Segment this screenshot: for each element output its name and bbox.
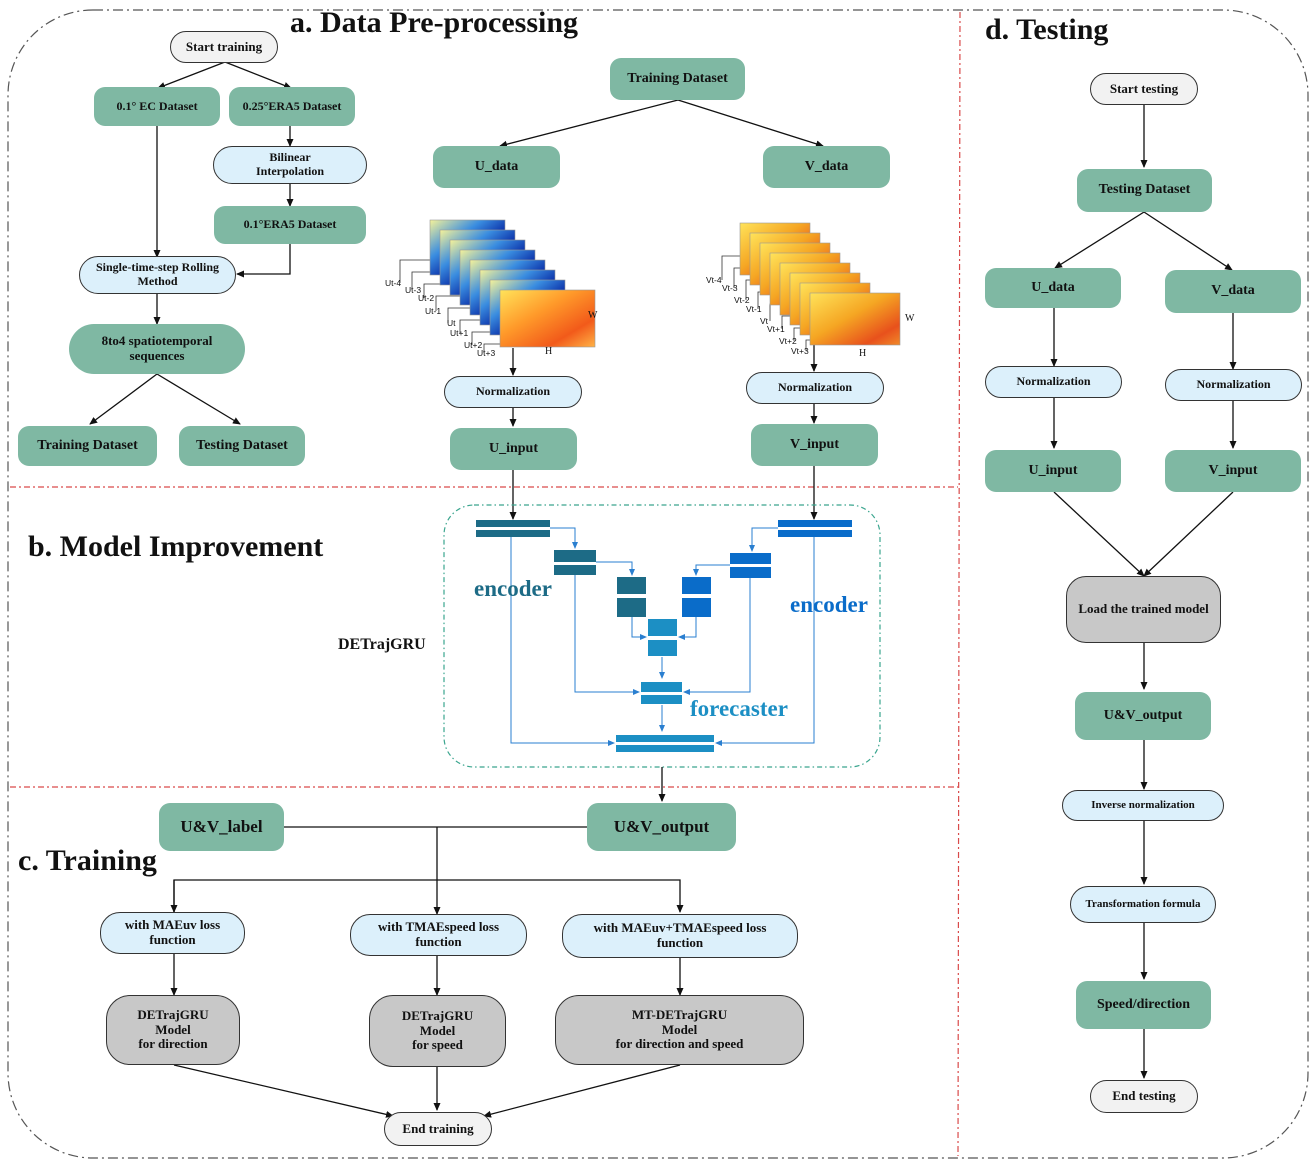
u-frame-label: Ut-3 (405, 285, 422, 295)
u-frame-label: Ut-1 (425, 306, 442, 316)
uv-label-node: U&V_label (159, 803, 284, 851)
model-name-label: DETrajGRU (338, 636, 426, 653)
u-frame-label: Ut-4 (385, 278, 402, 288)
uv-output-node: U&V_output (587, 803, 736, 851)
test-u-data-node: U_data (985, 268, 1121, 308)
sequences-node: 8to4 spatiotemporal sequences (69, 324, 245, 374)
start-testing-node: Start testing (1090, 73, 1198, 105)
test-v-normalization-node: Normalization (1165, 369, 1302, 401)
u-frame-label: Ut-2 (418, 293, 435, 303)
detrajgru-direction-model-node: DETrajGRU Model for direction (106, 995, 240, 1065)
test-v-input-node: V_input (1165, 450, 1301, 492)
test-v-data-node: V_data (1165, 270, 1301, 313)
training-dataset-top-node: Training Dataset (610, 58, 745, 100)
forecaster-label: forecaster (690, 696, 788, 721)
u-frame-label: Ut+3 (477, 348, 496, 358)
model-connections (510, 527, 815, 746)
test-u-input-node: U_input (985, 450, 1121, 492)
v-frame-label: Vt-1 (746, 304, 762, 314)
u-input-node: U_input (450, 428, 577, 470)
detrajgru-speed-model-node: DETrajGRU Model for speed (369, 995, 506, 1067)
test-uv-output-node: U&V_output (1075, 692, 1211, 740)
model-box (443, 504, 881, 768)
bilinear-interpolation-node: Bilinear Interpolation (213, 146, 367, 184)
start-training-node: Start training (170, 31, 278, 63)
section-title-testing: d. Testing (985, 13, 1109, 46)
u-frame-label: Ut+1 (450, 328, 469, 338)
u-frame-stack (429, 219, 596, 348)
loss-combined-node: with MAEuv+TMAEspeed loss function (562, 914, 798, 958)
v-frame-label: Vt (760, 316, 769, 326)
testing-dataset-node: Testing Dataset (179, 426, 305, 466)
forecaster-blocks (616, 619, 714, 752)
encoder-right-label: encoder (790, 592, 868, 617)
width-dim-label: W (588, 310, 598, 321)
training-dataset-node: Training Dataset (18, 426, 157, 466)
height-dim-label: H (545, 346, 553, 357)
testing-dataset-top-node: Testing Dataset (1077, 169, 1212, 212)
u-data-node: U_data (433, 146, 560, 188)
width-dim-label: W (905, 313, 915, 324)
u-frame-label: Ut (447, 318, 456, 328)
end-training-node: End training (384, 1112, 492, 1146)
speed-direction-node: Speed/direction (1076, 981, 1211, 1029)
encoder-left-label: encoder (474, 576, 552, 601)
era5-01-dataset-node: 0.1°ERA5 Dataset (214, 206, 366, 244)
inverse-normalization-node: Inverse normalization (1062, 790, 1224, 821)
load-model-node: Load the trained model (1066, 576, 1221, 643)
encoder-right-blocks (682, 520, 852, 617)
section-dividers (10, 11, 961, 1157)
section-title-training: c. Training (18, 844, 157, 877)
section-title-preprocess: a. Data Pre-processing (290, 6, 579, 39)
v-frame-label: Vt+3 (791, 346, 809, 356)
v-frame-label: Vt-2 (734, 295, 750, 305)
v-frame-label: Vt-3 (722, 283, 738, 293)
end-testing-node: End testing (1090, 1080, 1198, 1113)
v-frame-label: Vt+1 (767, 324, 785, 334)
v-normalization-node: Normalization (746, 372, 884, 404)
rolling-method-node: Single-time-step Rolling Method (79, 256, 236, 294)
loss-maeuv-node: with MAEuv loss function (100, 912, 245, 954)
v-frame-stack (739, 222, 901, 346)
u-normalization-node: Normalization (444, 376, 582, 408)
ec-dataset-node: 0.1° EC Dataset (94, 87, 220, 126)
v-input-node: V_input (751, 424, 878, 466)
height-dim-label: H (859, 348, 867, 359)
encoder-left-blocks (476, 520, 646, 617)
loss-tmaespeed-node: with TMAEspeed loss function (350, 914, 527, 956)
mt-detrajgru-model-node: MT-DETrajGRU Model for direction and spe… (555, 995, 804, 1065)
v-frame-label: Vt+2 (779, 336, 797, 346)
transformation-formula-node: Transformation formula (1070, 886, 1216, 923)
section-title-model: b. Model Improvement (28, 530, 324, 563)
outer-frame (7, 9, 1309, 1159)
era5-dataset-node: 0.25°ERA5 Dataset (229, 87, 355, 126)
u-frame-label: Ut+2 (464, 340, 483, 350)
v-data-node: V_data (763, 146, 890, 188)
v-frame-label: Vt-4 (706, 275, 722, 285)
test-u-normalization-node: Normalization (985, 366, 1122, 398)
